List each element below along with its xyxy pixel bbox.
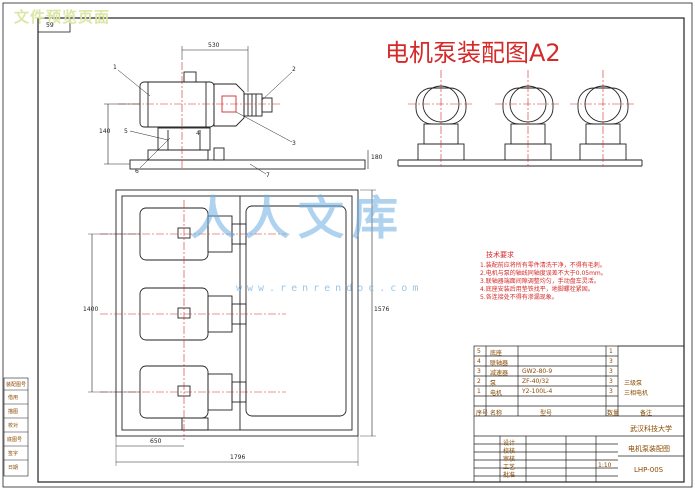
dim-plan-height-left: 1400 — [83, 306, 99, 313]
title-block-label: 工艺 — [503, 464, 516, 471]
watermark-logo: 人人文库 — [190, 191, 406, 245]
bom-header-cell: 数量 — [607, 410, 620, 417]
corner-box-label: 59 — [46, 22, 54, 29]
watermark-url: www.renrendoc.com — [236, 283, 424, 294]
front-view — [104, 46, 369, 175]
side-strip-label: 日期 — [8, 465, 19, 471]
dim-plan-height-right: 1576 — [374, 306, 390, 313]
bom-cell: 电机 — [490, 390, 503, 397]
bom-cell: 底座 — [490, 350, 503, 357]
title-block-label: 设计 — [503, 440, 516, 447]
plan-frame — [115, 189, 359, 437]
school-name: 武汉科技大学 — [630, 425, 672, 433]
bom-cell: 3 — [609, 358, 613, 365]
bom-cell: 减速器 — [490, 370, 509, 377]
side-strip-label: 借用 — [8, 395, 19, 401]
tech-note-line: 1.装配前应将所有零件清洗干净，不得有毛刺。 — [480, 262, 606, 269]
side-strip-label: 装配图号 — [6, 382, 27, 388]
bom-cell: 3 — [609, 388, 613, 395]
part-label-2: 2 — [292, 66, 296, 73]
tech-notes-heading: 技术要求 — [486, 251, 514, 259]
motor-body — [139, 81, 215, 128]
header-caption: 文件预览页面 — [14, 8, 111, 26]
side-strip-label: 校对 — [8, 423, 19, 429]
bom-cell: 4 — [477, 358, 481, 365]
bom-cell: 联轴器 — [490, 360, 509, 367]
dim-height-right: 180 — [371, 154, 383, 161]
bom-cell: 5 — [477, 348, 481, 355]
base-plate — [129, 159, 366, 170]
bom-cell: 3 — [477, 368, 481, 375]
dim-height-left: 140 — [99, 128, 111, 135]
drawing-number: LHP-00S — [634, 466, 664, 474]
bom-header-cell: 型号 — [540, 410, 553, 417]
dim-top-width: 530 — [208, 42, 220, 49]
tech-note-line: 2.电机与泵的轴线同轴度误差不大于0.05mm。 — [480, 270, 607, 277]
part-label-3: 3 — [292, 140, 296, 147]
dim-plan-offset: 650 — [150, 438, 162, 445]
part-label-6: 6 — [135, 168, 139, 175]
bom-cell: ZF-40/32 — [522, 378, 550, 385]
bom-cell: 3 — [609, 368, 613, 375]
drawing-title: 电机泵装配图A2 — [385, 39, 561, 67]
drawing-name: 电机泵装配图 — [628, 445, 670, 453]
inner-frame — [37, 17, 685, 483]
bom-cell: 三相电机 — [624, 390, 649, 397]
part-label-7: 7 — [266, 172, 270, 179]
bom-cell: 2 — [477, 378, 481, 385]
bom-header-cell: 名称 — [490, 410, 503, 417]
plan-view — [88, 189, 376, 466]
bom-cell: 3 — [609, 378, 613, 385]
side-strip — [3, 377, 29, 477]
bom-cell: 1 — [477, 388, 481, 395]
bom-cell: 1 — [609, 348, 613, 355]
bom-header-cell: 备注 — [640, 410, 653, 417]
part-label-1: 1 — [113, 64, 117, 71]
corner-box — [37, 17, 71, 33]
tech-note-line: 5.各连接处不得有渗漏现象。 — [480, 294, 558, 301]
part-label-4: 4 — [196, 130, 200, 137]
scale-value: 1:10 — [598, 462, 612, 469]
title-block-label: 审核 — [503, 456, 516, 463]
side-strip-label: 底图号 — [7, 437, 23, 443]
dim-plan-width: 1796 — [230, 454, 246, 461]
title-block-lines — [473, 345, 685, 483]
bom-header-cell: 序号 — [476, 410, 489, 417]
title-block-label: 校核 — [503, 448, 516, 455]
bom-cell: 泵 — [490, 380, 497, 387]
tech-note-line: 3.联轴器端面间隙调整均匀，手动盘车灵活。 — [480, 278, 600, 285]
side-strip-label: 签字 — [8, 451, 19, 457]
side-strip-label: 描图 — [8, 409, 19, 415]
bom-cell: 三级泵 — [624, 380, 643, 387]
bom-cell: Y2-100L-4 — [522, 388, 553, 395]
bom-cell: GW2-80-9 — [522, 368, 553, 375]
tech-note-line: 4.底座安装后用垫铁找平，地脚螺栓紧固。 — [480, 286, 594, 293]
side-views — [397, 70, 643, 167]
part-label-5: 5 — [124, 128, 128, 135]
title-block-label: 批准 — [503, 472, 516, 479]
